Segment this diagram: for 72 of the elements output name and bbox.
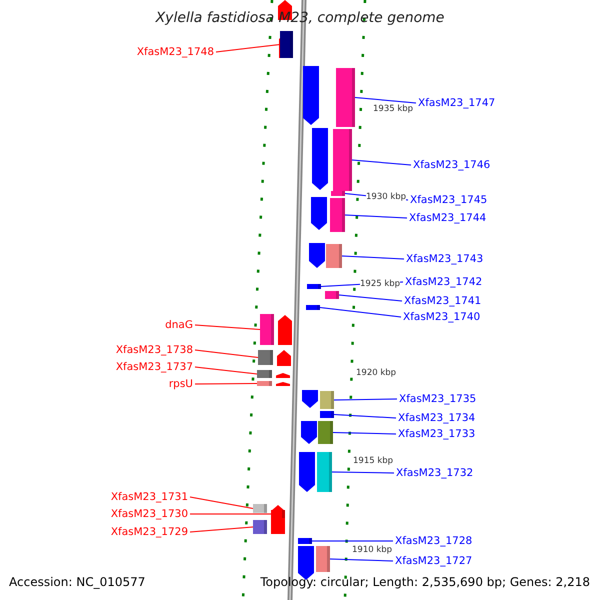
leader-line xyxy=(338,294,402,302)
leader-line xyxy=(312,540,394,542)
leader-line xyxy=(342,256,404,260)
leader-line xyxy=(190,526,254,532)
leader-line xyxy=(354,97,416,104)
leader-line xyxy=(334,398,398,400)
gene-label: XfasM23_1730 xyxy=(110,508,188,520)
leader-line xyxy=(194,350,258,358)
leader-line xyxy=(194,324,260,330)
leader-line xyxy=(352,160,412,166)
gene-label: XfasM23_1727 xyxy=(395,555,472,567)
gene-label: rpsU xyxy=(168,378,193,390)
gene-feature-bar xyxy=(298,538,312,544)
gene-label: XfasM23_1728 xyxy=(395,535,472,547)
leader-line xyxy=(216,44,280,52)
scale-tick-label: 1935 kbp xyxy=(373,104,414,114)
gene-feature-bar xyxy=(336,68,355,127)
leader-line xyxy=(332,432,396,434)
leader-line xyxy=(194,366,258,374)
gene-label: XfasM23_1743 xyxy=(406,253,484,265)
gene-label: XfasM23_1737 xyxy=(116,361,193,373)
gene-label: XfasM23_1746 xyxy=(413,159,490,171)
leader-line xyxy=(334,414,396,418)
scale-tick-label: 1910 kbp xyxy=(352,545,392,555)
gene-feature-bar xyxy=(306,305,320,310)
gene-label: XfasM23_1748 xyxy=(136,46,214,58)
leader-line xyxy=(320,307,402,318)
gene-feature-bar xyxy=(330,198,345,232)
gene-feature-bar xyxy=(307,284,321,289)
gene-feature-bar xyxy=(280,31,293,58)
leader-line xyxy=(344,214,408,218)
gene-label: XfasM23_1741 xyxy=(404,295,482,307)
gene-label: XfasM23_1731 xyxy=(110,491,188,503)
gene-label: XfasM23_1740 xyxy=(403,311,480,323)
gene-feature-bar xyxy=(333,129,352,191)
gene-feature-bar xyxy=(271,510,285,518)
gene-feature-bar xyxy=(320,391,334,409)
leader-line xyxy=(330,558,394,562)
gene-label: XfasM23_1738 xyxy=(116,344,193,356)
gene-feature-bar xyxy=(317,452,332,492)
gene-label: XfasM23_1744 xyxy=(409,212,486,224)
gene-label: XfasM23_1729 xyxy=(110,526,188,538)
leader-line xyxy=(194,383,258,384)
gene-feature-bar xyxy=(316,546,330,572)
scale-tick-label: 1930 kbp xyxy=(366,192,406,202)
gene-feature-bar xyxy=(257,381,272,386)
gene-label: XfasM23_1734 xyxy=(398,412,476,424)
scale-tick-label: 1920 kbp xyxy=(356,368,396,378)
leader-line xyxy=(190,496,254,509)
gene-feature-bar xyxy=(326,244,342,268)
scale-tick-label: 1925 kbp xyxy=(360,279,400,289)
scale-tick-label: 1915 kbp xyxy=(353,456,394,466)
gene-label: XfasM23_1735 xyxy=(399,393,476,405)
gene-feature-bar xyxy=(331,191,345,196)
gene-feature-bar xyxy=(257,370,272,378)
gene-label: XfasM23_1732 xyxy=(396,467,474,479)
gene-label: XfasM23_1733 xyxy=(398,428,476,440)
gene-label: XfasM23_1745 xyxy=(410,194,488,206)
footer-text: Accession: NC_010577 xyxy=(9,576,146,588)
gene-feature-bar xyxy=(253,504,267,513)
gene-label: dnaG xyxy=(165,319,193,331)
gene-feature-bar xyxy=(258,350,273,365)
gene-feature-bar xyxy=(320,411,334,418)
gene-feature-bar xyxy=(325,291,339,299)
gene-feature-bar xyxy=(253,520,267,534)
title: Xylella fastidiosa M23, complete genome xyxy=(154,10,446,26)
footer-text: Topology: circular; Length: 2,535,690 bp; Genes: 2,218 xyxy=(260,576,590,588)
gene-label: XfasM23_1742 xyxy=(405,276,482,288)
gene-label: XfasM23_1747 xyxy=(418,97,496,109)
gene-feature-bar xyxy=(318,421,333,444)
leader-line xyxy=(332,472,394,474)
gene-feature-bar xyxy=(260,314,274,345)
